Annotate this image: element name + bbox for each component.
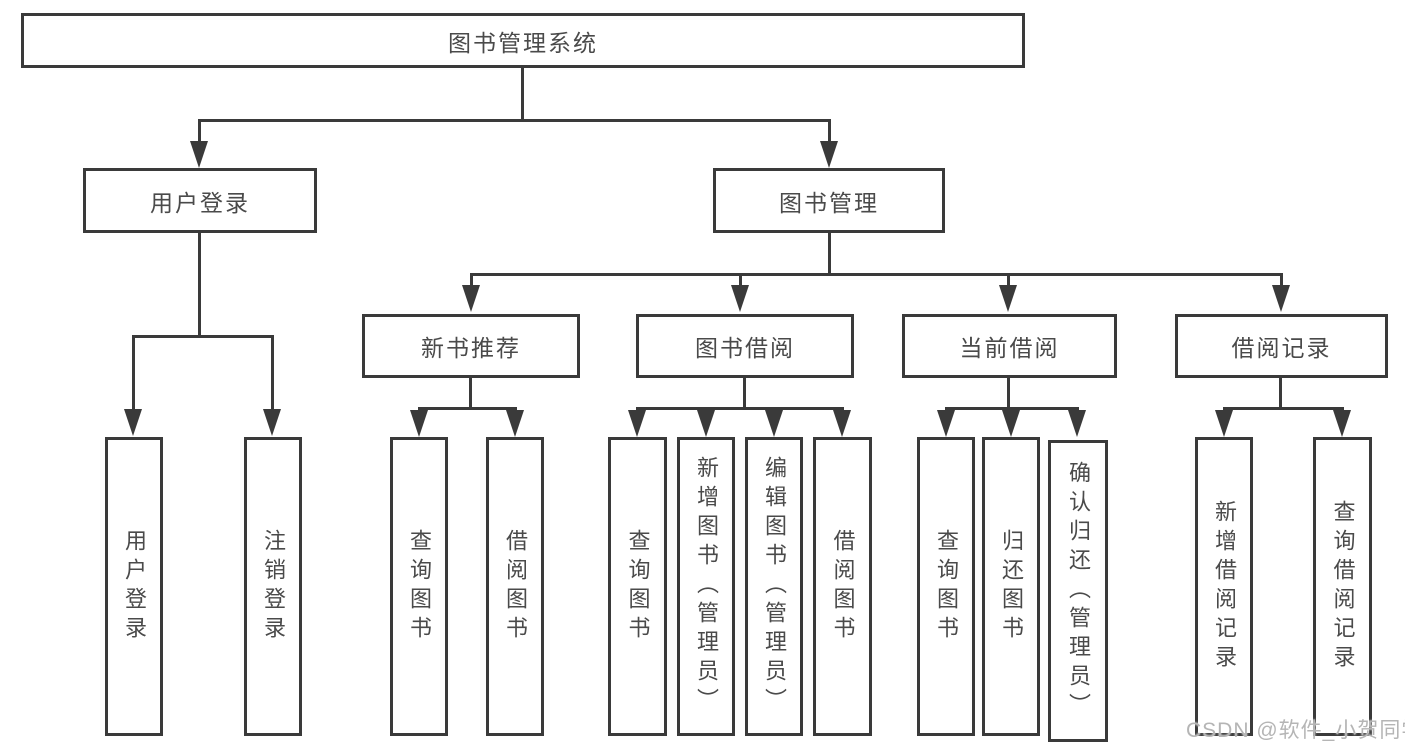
- leaf-add-books-admin: 新增图书（管理员）: [677, 437, 735, 736]
- arrowhead-add-book-icon: [697, 410, 715, 437]
- connector-drop-book-borrow: [739, 273, 742, 287]
- connector-drop-leaf-logout: [271, 335, 274, 411]
- node-root-library-system: 图书管理系统: [21, 13, 1025, 68]
- leaf-borrow-books-2: 借阅图书: [813, 437, 872, 736]
- connector-book-mgmt-trunk: [828, 233, 831, 275]
- connector-user-login-trunk: [198, 233, 201, 337]
- leaf-query-books-2: 查询图书: [608, 437, 667, 736]
- leaf-user-login: 用户登录: [105, 437, 163, 736]
- connector-new-book-rec-trunk: [469, 378, 472, 409]
- leaf-query-borrow-record: 查询借阅记录: [1313, 437, 1372, 736]
- connector-current-borrow-trunk: [1007, 378, 1010, 409]
- node-borrowing-records: 借阅记录: [1175, 314, 1388, 378]
- connector-current-borrow-branch: [945, 407, 1079, 410]
- leaf-logout: 注销登录: [244, 437, 302, 736]
- arrowhead-query-record-icon: [1333, 410, 1351, 437]
- node-book-borrowing: 图书借阅: [636, 314, 854, 378]
- arrowhead-user-login-icon: [190, 141, 208, 168]
- arrowhead-borrow-book-1-icon: [506, 410, 524, 437]
- connector-level3-branch: [470, 273, 1283, 276]
- connector-book-borrow-branch: [636, 407, 844, 410]
- arrowhead-query-book-1-icon: [410, 410, 428, 437]
- arrowhead-edit-book-icon: [765, 410, 783, 437]
- arrowhead-new-book-rec-icon: [462, 285, 480, 312]
- leaf-return-books: 归还图书: [982, 437, 1040, 736]
- arrowhead-book-mgmt-icon: [820, 141, 838, 168]
- connector-level2-branch: [198, 119, 831, 122]
- connector-drop-leaf-user-login: [132, 335, 135, 411]
- arrowhead-leaf-logout-icon: [263, 409, 281, 436]
- node-new-book-recommend: 新书推荐: [362, 314, 580, 378]
- leaf-borrow-books-1: 借阅图书: [486, 437, 544, 736]
- arrowhead-query-book-3-icon: [937, 410, 955, 437]
- arrowhead-book-borrow-icon: [731, 285, 749, 312]
- arrowhead-query-book-2-icon: [628, 410, 646, 437]
- arrowhead-add-record-icon: [1215, 410, 1233, 437]
- node-current-borrowing: 当前借阅: [902, 314, 1117, 378]
- connector-new-book-rec-branch: [418, 407, 517, 410]
- connector-drop-book-mgmt: [828, 119, 831, 145]
- connector-borrow-records-trunk: [1279, 378, 1282, 409]
- leaf-confirm-return-admin: 确认归还（管理员）: [1048, 440, 1108, 742]
- connector-borrow-records-branch: [1223, 407, 1344, 410]
- node-book-management: 图书管理: [713, 168, 945, 233]
- arrowhead-return-book-icon: [1002, 410, 1020, 437]
- node-user-login: 用户登录: [83, 168, 317, 233]
- connector-book-borrow-trunk: [743, 378, 746, 409]
- leaf-add-borrow-record: 新增借阅记录: [1195, 437, 1253, 736]
- arrowhead-confirm-return-icon: [1068, 410, 1086, 437]
- connector-drop-new-book-rec: [470, 273, 473, 287]
- leaf-query-books-3: 查询图书: [917, 437, 975, 736]
- connector-root-trunk: [521, 68, 524, 121]
- arrowhead-current-borrow-icon: [999, 285, 1017, 312]
- connector-drop-current-borrow: [1007, 273, 1010, 287]
- csdn-watermark: CSDN @软件_小贺同学: [1186, 719, 1405, 742]
- arrowhead-leaf-user-login-icon: [124, 409, 142, 436]
- leaf-edit-books-admin: 编辑图书（管理员）: [745, 437, 803, 736]
- connector-user-login-branch: [132, 335, 274, 338]
- connector-drop-user-login: [198, 119, 201, 145]
- arrowhead-borrow-book-2-icon: [833, 410, 851, 437]
- arrowhead-borrow-records-icon: [1272, 285, 1290, 312]
- leaf-query-books-1: 查询图书: [390, 437, 448, 736]
- connector-drop-borrow-records: [1280, 273, 1283, 287]
